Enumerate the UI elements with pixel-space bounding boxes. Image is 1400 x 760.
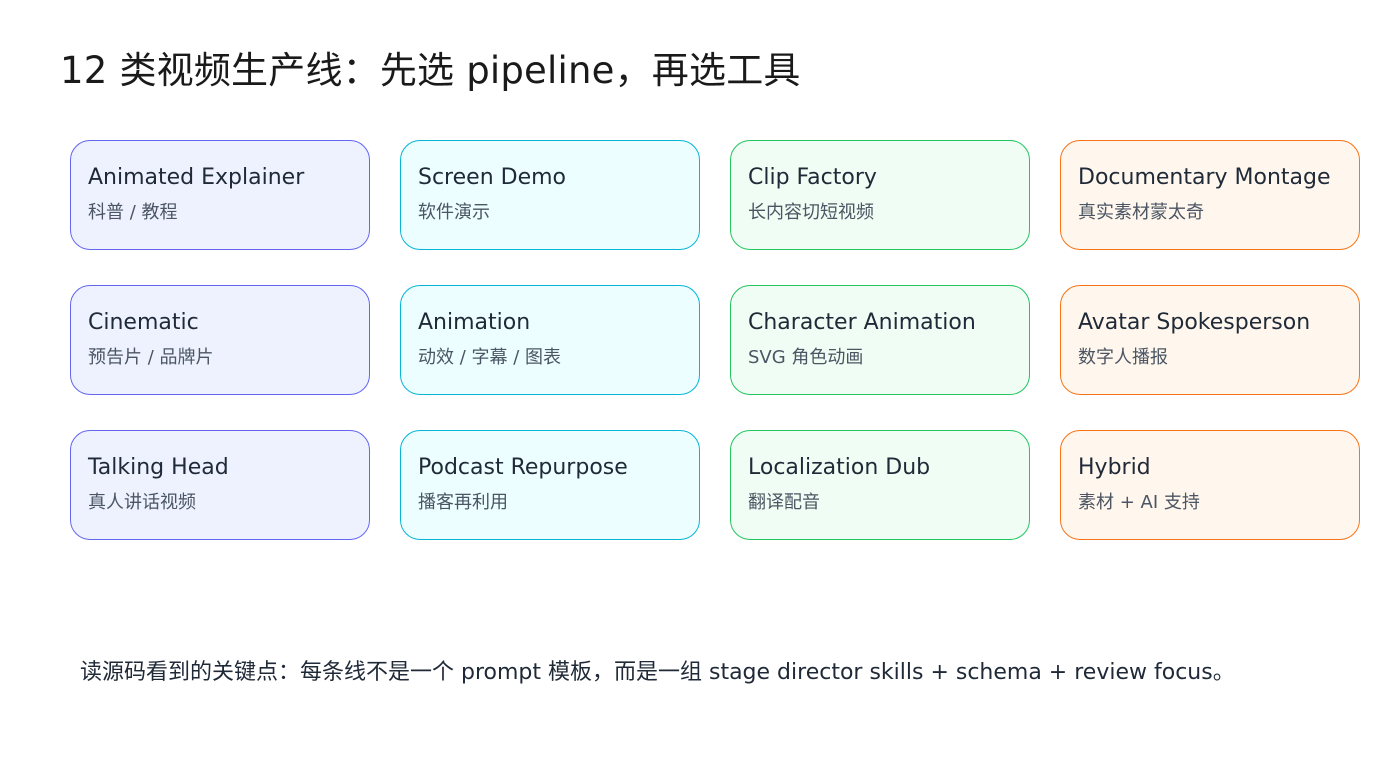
pipeline-card-avatar-spokesperson: Avatar Spokesperson 数字人播报 xyxy=(1060,285,1360,395)
pipeline-card-documentary-montage: Documentary Montage 真实素材蒙太奇 xyxy=(1060,140,1360,250)
card-title: Podcast Repurpose xyxy=(418,455,628,480)
pipeline-card-talking-head: Talking Head 真人讲话视频 xyxy=(70,430,370,540)
card-title: Character Animation xyxy=(748,310,976,335)
card-title: Localization Dub xyxy=(748,455,931,480)
card-subtitle: 真人讲话视频 xyxy=(88,492,196,513)
card-title: Documentary Montage xyxy=(1078,165,1331,190)
footer-note: 读源码看到的关键点：每条线不是一个 prompt 模板，而是一组 stage d… xyxy=(80,660,1235,685)
card-title: Animated Explainer xyxy=(88,165,305,190)
card-title: Talking Head xyxy=(88,455,229,480)
card-subtitle: 预告片 / 品牌片 xyxy=(88,347,214,368)
card-subtitle: 素材 + AI 支持 xyxy=(1078,492,1200,513)
pipeline-card-animated-explainer: Animated Explainer 科普 / 教程 xyxy=(70,140,370,250)
page-title: 12 类视频生产线：先选 pipeline，再选工具 xyxy=(60,49,801,92)
card-title: Avatar Spokesperson xyxy=(1078,310,1311,335)
card-subtitle: 长内容切短视频 xyxy=(748,202,874,223)
card-subtitle: 翻译配音 xyxy=(748,492,820,513)
card-title: Hybrid xyxy=(1078,455,1151,480)
pipeline-card-character-animation: Character Animation SVG 角色动画 xyxy=(730,285,1030,395)
card-subtitle: 软件演示 xyxy=(418,202,490,223)
card-title: Animation xyxy=(418,310,531,335)
pipeline-grid: Animated Explainer 科普 / 教程 Screen Demo 软… xyxy=(70,140,1360,540)
pipeline-card-animation: Animation 动效 / 字幕 / 图表 xyxy=(400,285,700,395)
pipeline-card-cinematic: Cinematic 预告片 / 品牌片 xyxy=(70,285,370,395)
pipeline-card-clip-factory: Clip Factory 长内容切短视频 xyxy=(730,140,1030,250)
card-subtitle: SVG 角色动画 xyxy=(748,347,864,368)
card-title: Cinematic xyxy=(88,310,199,335)
card-subtitle: 真实素材蒙太奇 xyxy=(1078,202,1204,223)
pipeline-card-screen-demo: Screen Demo 软件演示 xyxy=(400,140,700,250)
card-subtitle: 科普 / 教程 xyxy=(88,202,178,223)
card-subtitle: 动效 / 字幕 / 图表 xyxy=(418,347,562,368)
pipeline-card-localization-dub: Localization Dub 翻译配音 xyxy=(730,430,1030,540)
card-subtitle: 播客再利用 xyxy=(418,492,508,513)
card-title: Clip Factory xyxy=(748,165,877,190)
card-subtitle: 数字人播报 xyxy=(1078,347,1168,368)
pipeline-card-hybrid: Hybrid 素材 + AI 支持 xyxy=(1060,430,1360,540)
pipeline-card-podcast-repurpose: Podcast Repurpose 播客再利用 xyxy=(400,430,700,540)
card-title: Screen Demo xyxy=(418,165,566,190)
